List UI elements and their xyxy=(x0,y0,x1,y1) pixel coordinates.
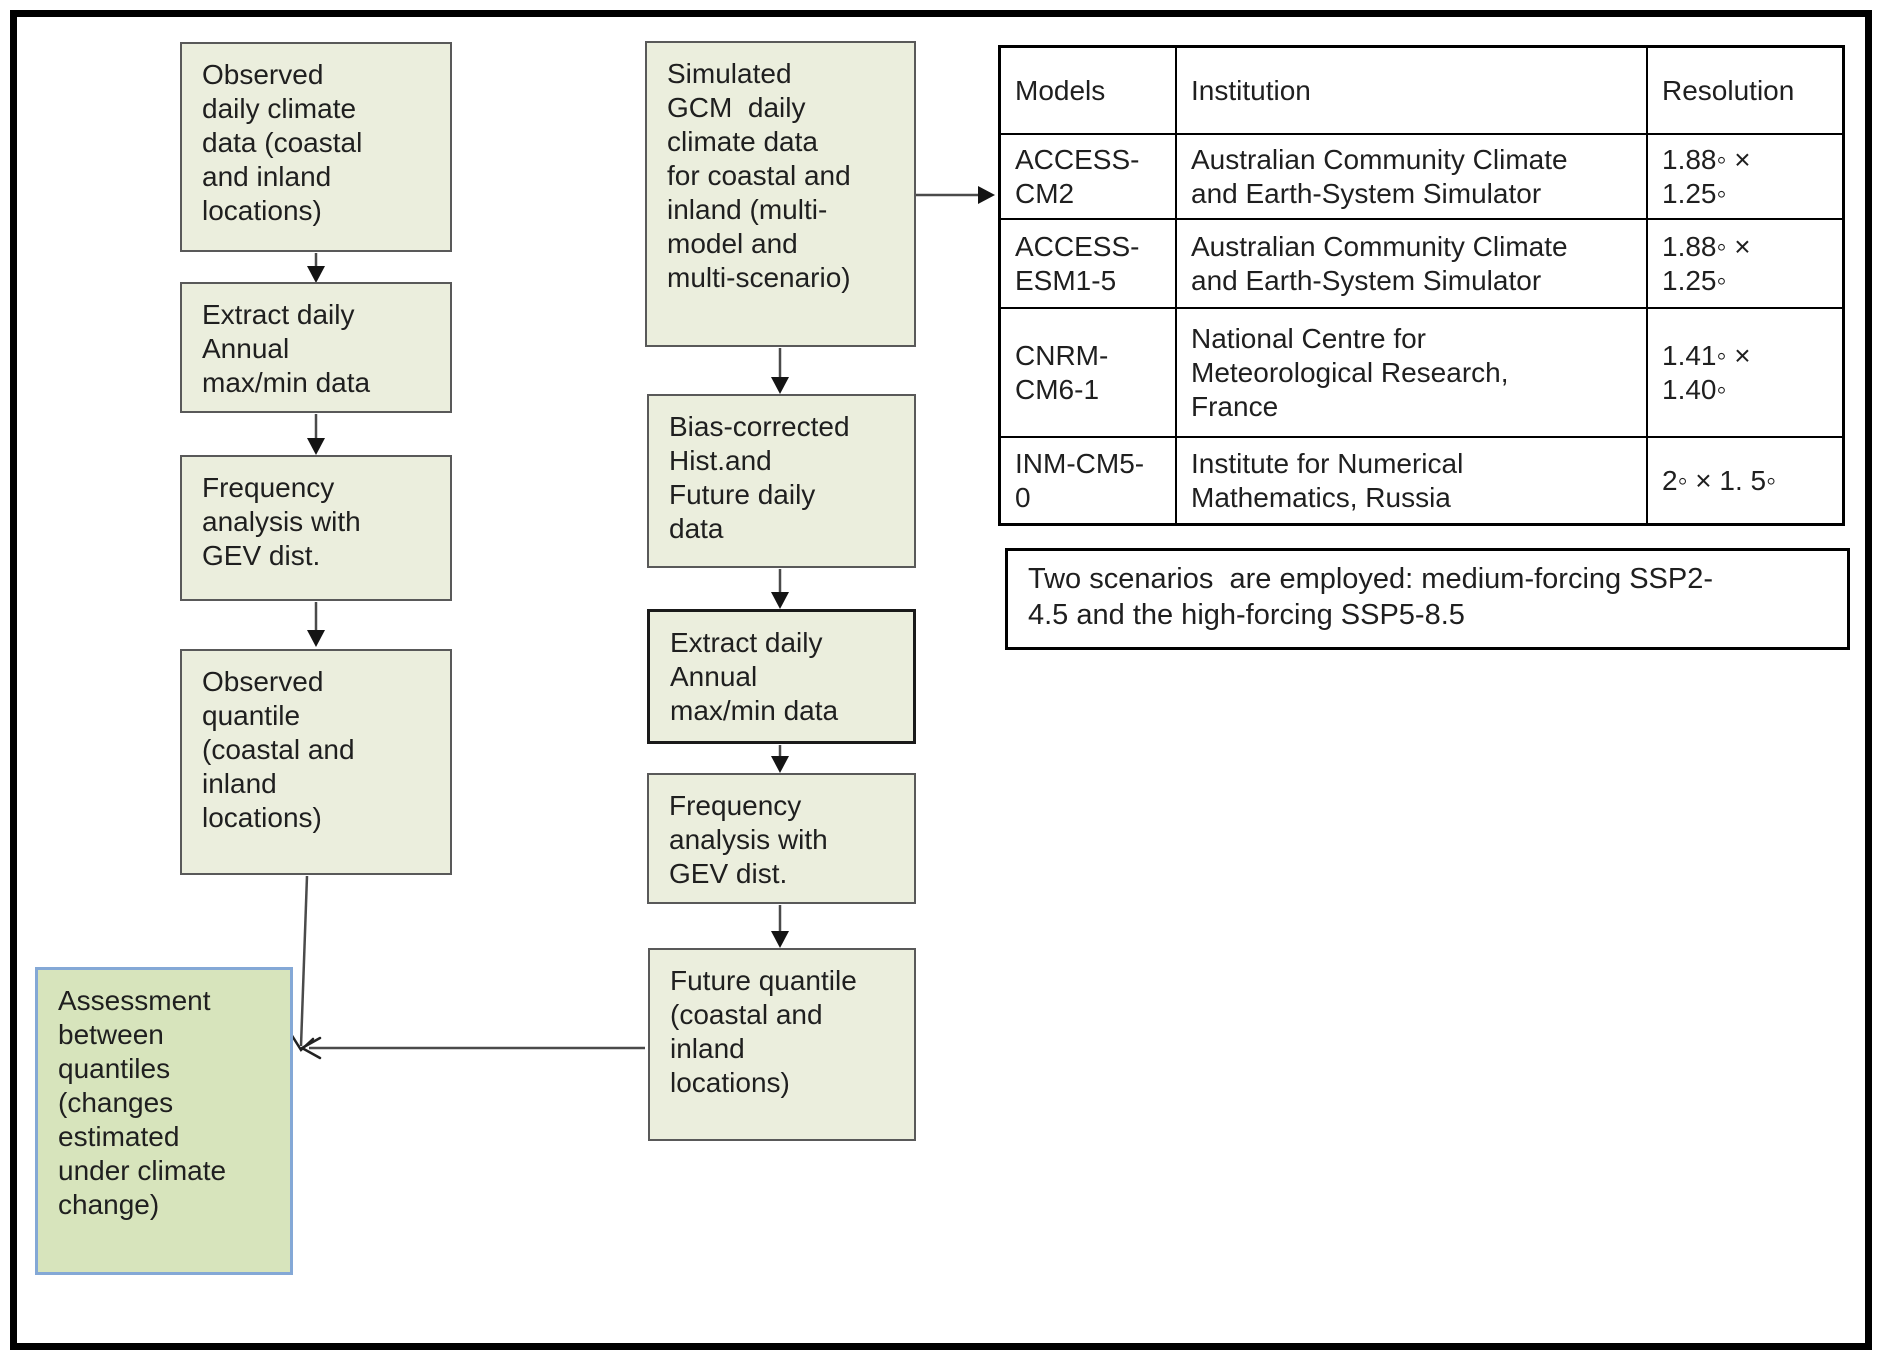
figure-frame xyxy=(10,10,1872,1350)
table-header-institution: Institution xyxy=(1177,48,1648,135)
flow-box-extract-daily-observed: Extract daily Annual max/min data xyxy=(180,282,452,413)
flow-box-frequency-analysis-observed: Frequency analysis with GEV dist. xyxy=(180,455,452,601)
table-cell-resolution: 2◦ × 1. 5◦ xyxy=(1662,464,1777,496)
assessment-box: Assessment between quantiles (changes es… xyxy=(35,967,293,1275)
table-cell-institution: National Centre for Meteorological Resea… xyxy=(1177,309,1648,438)
table-cell-institution: Australian Community Climate and Earth-S… xyxy=(1177,220,1648,309)
table-cell-model: ACCESS- CM2 xyxy=(1001,135,1177,220)
table-cell-model: CNRM- CM6-1 xyxy=(1001,309,1177,438)
table-cell-resolution: 1.88◦ × 1.25◦ xyxy=(1648,220,1842,309)
flow-box-bias-corrected: Bias-corrected Hist.and Future daily dat… xyxy=(647,394,916,568)
table-cell-model: INM-CM5- 0 xyxy=(1001,438,1177,523)
table-cell-resolution: 1.88◦ × 1.25◦ xyxy=(1648,135,1842,220)
flow-box-observed-quantile: Observed quantile (coastal and inland lo… xyxy=(180,649,452,875)
table-cell-model: ACCESS- ESM1-5 xyxy=(1001,220,1177,309)
table-cell-institution: Institute for Numerical Mathematics, Rus… xyxy=(1177,438,1648,523)
table-cell-institution: Australian Community Climate and Earth-S… xyxy=(1177,135,1648,220)
flow-box-future-quantile: Future quantile (coastal and inland loca… xyxy=(648,948,916,1141)
scenario-note: Two scenarios are employed: medium-forci… xyxy=(1005,548,1850,650)
table-header-resolution: Resolution xyxy=(1648,48,1842,135)
flow-box-frequency-analysis-gcm: Frequency analysis with GEV dist. xyxy=(647,773,916,904)
table-header-models: Models xyxy=(1001,48,1177,135)
models-table: Models Institution Resolution ACCESS- CM… xyxy=(998,45,1845,526)
table-cell-resolution: 1.41◦ × 1.40◦ xyxy=(1648,309,1842,438)
flow-box-simulated-gcm-data: Simulated GCM daily climate data for coa… xyxy=(645,41,916,347)
flow-box-extract-daily-gcm: Extract daily Annual max/min data xyxy=(647,609,916,744)
flow-box-observed-daily-data: Observed daily climate data (coastal and… xyxy=(180,42,452,252)
